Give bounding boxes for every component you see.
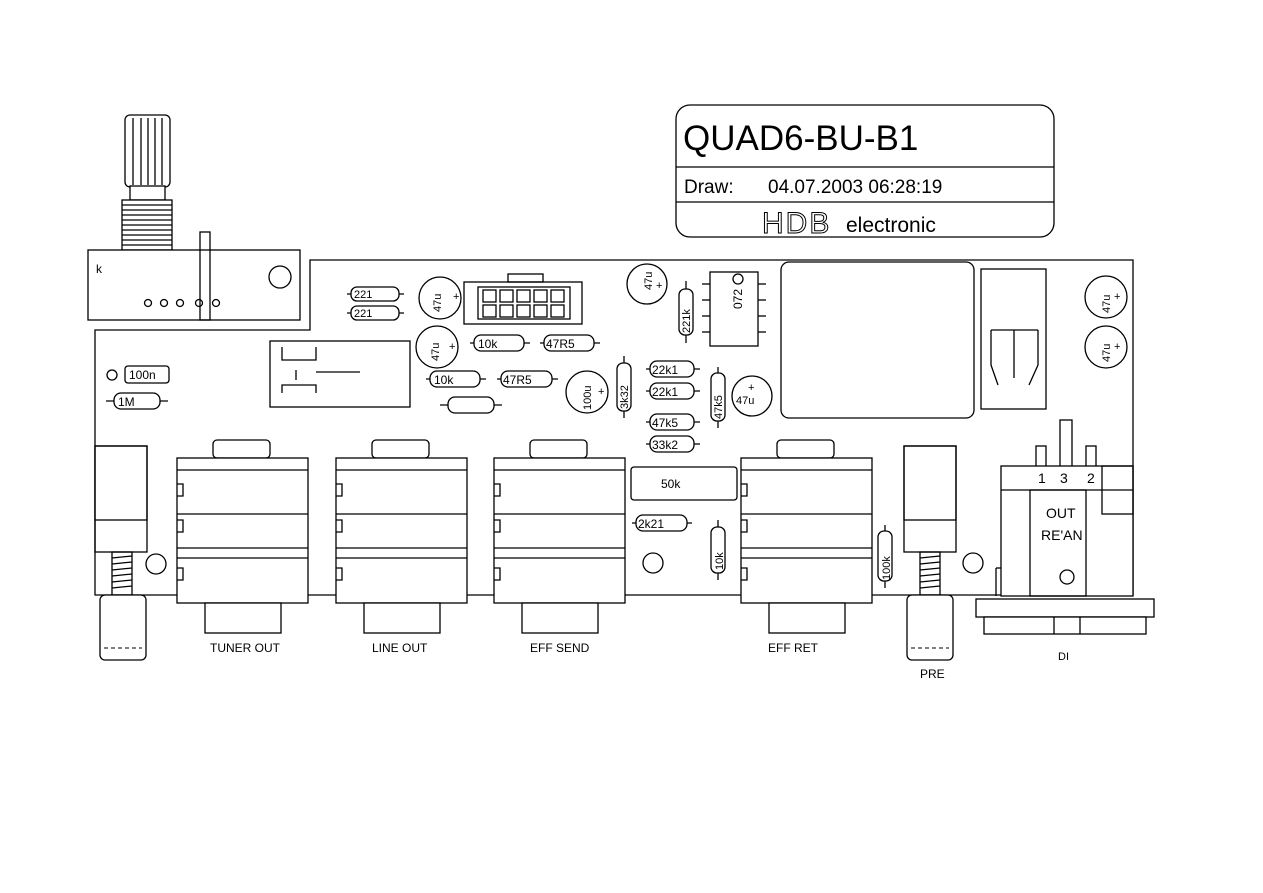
title-block: QUAD6-BU-B1 Draw: 04.07.2003 06:28:19 HD… (675, 104, 1055, 241)
svg-text:100u: 100u (582, 386, 594, 410)
svg-text:100n: 100n (129, 368, 156, 382)
svg-text:22k1: 22k1 (652, 385, 678, 399)
pot-marker: k (96, 262, 103, 276)
svg-text:+: + (1114, 291, 1120, 303)
company-name: electronic (846, 214, 936, 237)
svg-text:47R5: 47R5 (546, 337, 575, 351)
resistor-22k1-b: 22k1 (646, 382, 700, 400)
label-tuner-out: TUNER OUT (210, 641, 281, 655)
cap-47u-1: 47u + (418, 276, 462, 320)
resistor-47R5-a: 47R5 (540, 334, 600, 352)
svg-text:50k: 50k (661, 477, 681, 491)
header-connector (463, 273, 583, 325)
cap-47u-2: 47u + (415, 325, 459, 369)
svg-text:10k: 10k (714, 552, 726, 570)
jack-eff-ret: EFF RET (740, 439, 873, 655)
company-logo: HDB (762, 207, 831, 240)
resistor-221k: 221k (678, 281, 694, 343)
resistor-47k5-vertical: 47k5 (710, 367, 726, 428)
label-eff-ret: EFF RET (768, 641, 819, 655)
jack-tuner-out: TUNER OUT (176, 439, 309, 655)
svg-text:RE'AN: RE'AN (1041, 527, 1083, 543)
svg-text:2k21: 2k21 (638, 517, 664, 531)
svg-text:+: + (656, 280, 662, 292)
svg-text:47u: 47u (1101, 344, 1113, 362)
cap-47u-3: 47u + (626, 263, 668, 305)
label-line-out: LINE OUT (372, 641, 428, 655)
label-pre: PRE (920, 667, 945, 681)
label-di: DI (1058, 651, 1069, 663)
svg-text:10k: 10k (434, 373, 454, 387)
cap-47u-6: 47u + (1084, 325, 1128, 369)
relay-left (269, 340, 411, 408)
resistor-unlabeled (440, 396, 502, 414)
svg-text:47R5: 47R5 (503, 373, 532, 387)
svg-text:OUT: OUT (1046, 505, 1076, 521)
svg-text:47k5: 47k5 (652, 416, 678, 430)
resistor-10k-a: 10k (470, 334, 530, 352)
cap-100n: 100n (106, 365, 170, 384)
board-title: QUAD6-BU-B1 (683, 119, 918, 158)
svg-text:221: 221 (354, 308, 372, 320)
resistor-47k5-horizontal: 47k5 (646, 413, 700, 431)
ic-072: 072 (702, 271, 766, 347)
shielded-area (780, 261, 975, 419)
svg-text:+: + (1114, 341, 1120, 353)
svg-text:47u: 47u (643, 272, 655, 290)
svg-text:47k5: 47k5 (713, 395, 725, 419)
mounting-hole-mid (642, 552, 664, 574)
svg-text:100k: 100k (881, 556, 893, 580)
xlr-di-connector: 1 3 2 OUT RE'AN DI (975, 419, 1155, 663)
mounting-hole-right (962, 552, 984, 574)
svg-text:47u: 47u (430, 343, 442, 361)
svg-text:221k: 221k (681, 309, 693, 333)
jack-eff-send: EFF SEND (493, 439, 626, 655)
relay-right (980, 268, 1047, 410)
trimmer-50k: 50k (630, 466, 738, 501)
resistor-2k21: 2k21 (632, 514, 692, 532)
svg-text:47u: 47u (1101, 295, 1113, 313)
svg-text:33k2: 33k2 (652, 438, 678, 452)
resistor-22k1-a: 22k1 (646, 360, 700, 378)
resistor-33k2: 33k2 (646, 435, 700, 453)
resistor-221-b: 221 (347, 305, 404, 321)
svg-text:10k: 10k (478, 337, 498, 351)
resistor-10k-vertical: 10k (710, 520, 726, 580)
pcb-outline (94, 259, 1134, 596)
pre-switch: PRE (903, 445, 957, 681)
svg-text:221: 221 (354, 289, 372, 301)
svg-text:3k32: 3k32 (619, 385, 631, 409)
resistor-221-a: 221 (347, 286, 404, 302)
resistor-1M: 1M (106, 392, 168, 410)
left-switch (94, 445, 167, 661)
svg-text:22k1: 22k1 (652, 363, 678, 377)
potentiometer: k (87, 114, 301, 321)
jack-line-out: LINE OUT (335, 439, 468, 655)
resistor-10k-b: 10k (426, 370, 486, 388)
svg-text:47u: 47u (736, 395, 754, 407)
svg-text:+: + (598, 386, 604, 398)
cap-100u: 100u + (565, 370, 609, 414)
svg-text:072: 072 (731, 289, 745, 309)
svg-text:3: 3 (1060, 470, 1068, 486)
svg-text:+: + (453, 291, 459, 303)
svg-text:47u: 47u (432, 294, 444, 312)
cap-47u-4: + 47u (731, 375, 773, 417)
cap-47u-5: 47u + (1084, 275, 1128, 319)
draw-date: 04.07.2003 06:28:19 (768, 177, 942, 198)
label-eff-send: EFF SEND (530, 641, 590, 655)
svg-text:+: + (449, 341, 455, 353)
resistor-3k32: 3k32 (616, 356, 632, 418)
draw-label: Draw: (684, 177, 734, 198)
svg-text:1: 1 (1038, 470, 1046, 486)
resistor-47R5-b: 47R5 (497, 370, 558, 388)
resistor-100k: 100k (877, 525, 893, 588)
svg-text:2: 2 (1087, 470, 1095, 486)
svg-text:+: + (748, 382, 754, 394)
svg-text:1M: 1M (118, 395, 135, 409)
